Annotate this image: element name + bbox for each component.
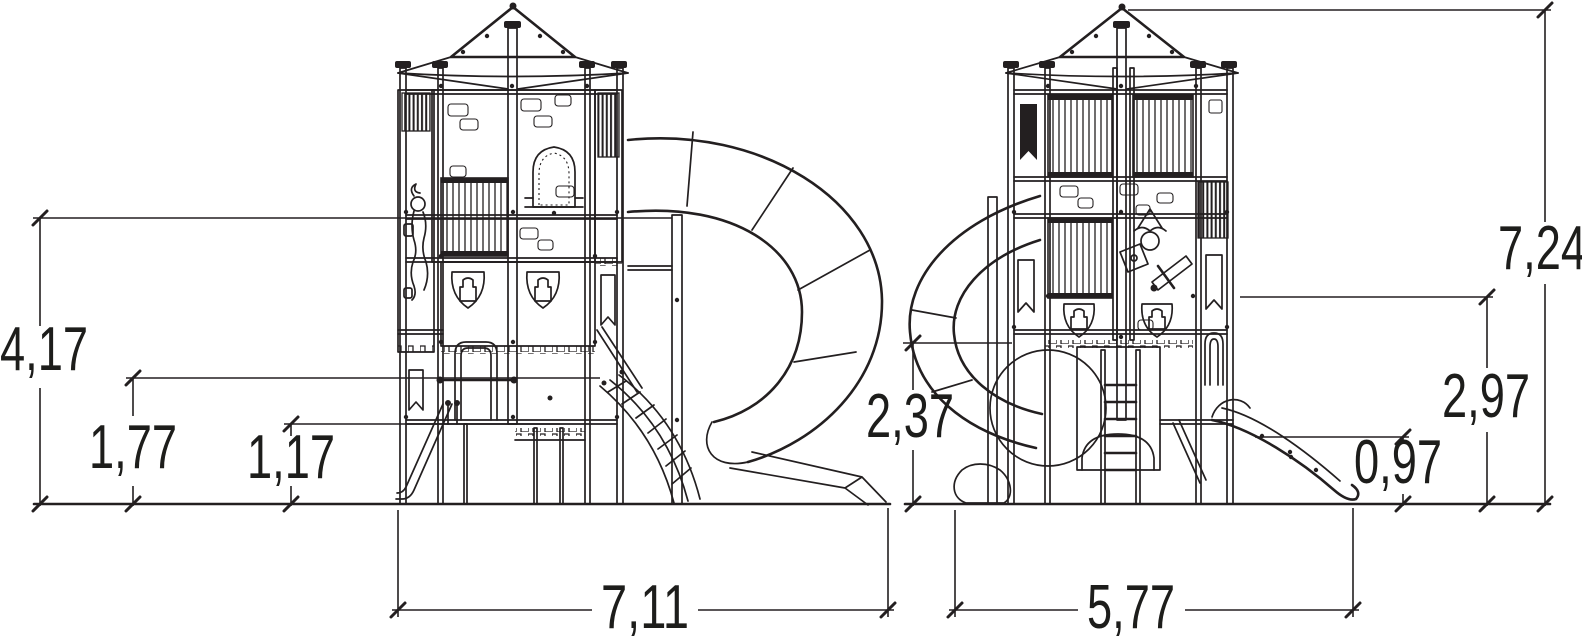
left-outrigger	[397, 89, 435, 411]
dimension-right-upper-deck-height: 2,97	[1240, 288, 1530, 513]
dimension-right-overall-width: 5,77	[946, 508, 1362, 640]
left-deck-level	[436, 326, 643, 436]
dimension-right-slide-deck-height: 0,97	[1255, 428, 1442, 513]
left-view-front-elevation	[32, 2, 892, 506]
small-slide-left	[395, 400, 460, 500]
left-bolt-dots	[403, 83, 680, 423]
banner-cutout	[408, 369, 424, 411]
dim-label-right-overall-height: 7,24	[1498, 214, 1582, 283]
right-tower-roof	[1005, 3, 1239, 90]
dim-label-right-overall-width: 5,77	[1087, 573, 1175, 640]
right-lower-level	[989, 332, 1224, 505]
dimension-left-overall-height: 4,17	[0, 209, 672, 513]
dimension-left-rail-height: 1,77	[89, 369, 600, 513]
arched-window	[524, 146, 584, 216]
dim-label-right-slide-deck-height: 0,97	[1354, 428, 1442, 497]
pennant-cutout	[1020, 104, 1037, 160]
tube-slide-edge-view	[908, 194, 1044, 505]
dim-label-right-upper-deck-height: 2,97	[1442, 362, 1530, 431]
dim-label-left-overall-width: 7,11	[601, 573, 689, 640]
left-tower-roof	[397, 2, 629, 90]
right-shield-panels	[1045, 303, 1193, 348]
right-bar-panels	[1047, 94, 1194, 299]
dim-label-left-deck-height: 1,17	[247, 423, 335, 492]
dim-label-left-overall-height: 4,17	[0, 315, 88, 384]
exit-slide-right	[1210, 398, 1360, 501]
tube-slide-left-view	[626, 131, 887, 506]
knight-cutout-icon	[403, 183, 429, 301]
shield-panels	[440, 261, 596, 354]
net-climber	[599, 369, 701, 504]
right-tower-rails	[1013, 89, 1234, 425]
dimension-left-overall-width: 7,11	[389, 508, 897, 640]
left-tower-upper-wall	[397, 89, 623, 411]
right-outrigger	[594, 89, 623, 326]
right-wall-graphics	[1017, 99, 1229, 331]
dim-label-left-rail-height: 1,77	[89, 413, 177, 482]
knight-graphic-icon	[1119, 208, 1193, 292]
dimension-right-overall-height: 7,24	[1128, 1, 1582, 513]
dim-label-right-tube-height: 2,37	[866, 382, 954, 451]
right-view-side-elevation	[903, 3, 1552, 506]
dimension-left-deck-height: 1,17	[247, 415, 560, 513]
dimension-right-tube-height: 2,37	[866, 334, 1012, 513]
bar-railing-panel	[440, 177, 509, 257]
right-bolt-dots	[1011, 83, 1294, 460]
